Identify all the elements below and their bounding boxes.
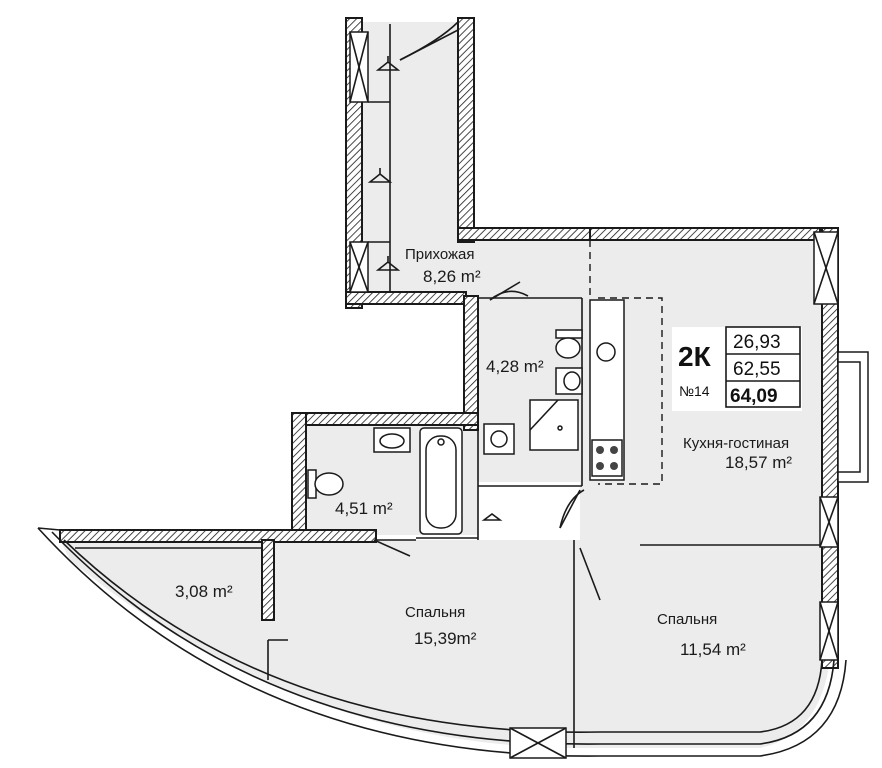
wall-bedroom-top [59,529,377,543]
toilet-icon-2 [555,329,583,359]
storage-area: 3,08 m² [175,582,233,601]
wall-hallway-bottom [345,291,467,305]
bathtub-icon [419,427,463,535]
kitchen-living-name: Кухня-гостиная [683,435,789,452]
hanger-icon [367,56,503,521]
wardrobe [349,24,391,293]
dashed-lines [589,240,663,485]
fixtures [307,56,625,535]
apartment-badge: 2К №14 26,93 62,55 64,09 [672,326,802,411]
washing-machine-icon [483,423,515,455]
apartment-number: №14 [679,383,710,399]
bath-small-area: 4,28 m² [486,357,544,376]
window-bottom [509,727,567,759]
hallway-area: 8,26 m² [423,267,481,286]
apartment-type: 2К [678,341,712,372]
bedroom-2-name: Спальня [657,611,717,628]
bedroom-1-name: Спальня [405,604,465,621]
shower-icon [529,399,579,451]
wall-bath-large-left [291,412,307,536]
bedroom-1-area: 15,39m² [414,629,477,648]
windows [349,24,869,759]
wall-top-kitchen [589,227,821,241]
walls [59,17,839,669]
hallway-name: Прихожая [405,246,475,263]
window-right-middle [819,496,839,548]
bedroom-2-area: 11,54 m² [680,640,746,659]
wall-bath-large-top [291,412,479,426]
window-right-lower [819,601,839,661]
total-with-balcony-value: 64,09 [730,386,778,407]
sink-icon-2 [555,367,583,395]
toilet-icon [307,469,344,499]
doors [268,21,601,641]
room-labels: Прихожая 8,26 m² 4,28 m² 4,51 m² 3,08 m²… [175,246,792,659]
balcony-door [837,351,869,483]
curved-wall [37,527,847,757]
kitchen-living-area: 18,57 m² [725,453,792,472]
living-area-value: 26,93 [733,332,781,353]
sink-icon [373,427,411,453]
bath-large-area: 4,51 m² [335,499,393,518]
wall-top-corridor [457,227,591,241]
window-right-top [813,231,839,305]
total-area-value: 62,55 [733,359,781,380]
wall-storage [261,539,275,621]
wall-bath-small-left [463,295,479,431]
bedroom-floor [60,540,830,748]
kitchen-counter [589,299,625,481]
wall-hallway-right [457,17,475,243]
